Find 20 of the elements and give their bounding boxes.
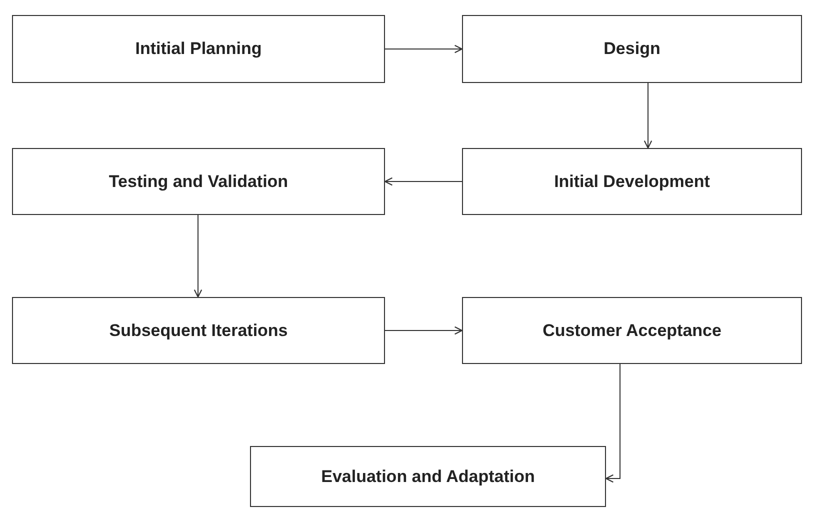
- arrow: [384, 326, 463, 335]
- arrow: [384, 44, 463, 54]
- box-label: Intitial Planning: [135, 39, 262, 59]
- arrow: [644, 82, 652, 149]
- process-box: [462, 148, 802, 215]
- box-label: Subsequent Iterations: [109, 320, 288, 340]
- arrow: [605, 364, 620, 483]
- process-box: [462, 297, 802, 364]
- process-box: [462, 15, 802, 83]
- process-box: [250, 446, 606, 507]
- box-label: Customer Acceptance: [542, 320, 722, 340]
- process-box: [12, 148, 385, 215]
- box-label: Design: [604, 39, 660, 59]
- box-label: Evaluation and Adaptation: [321, 466, 535, 486]
- box-label: Testing and Validation: [108, 172, 288, 192]
- arrow: [194, 214, 202, 298]
- arrow: [384, 177, 462, 186]
- process-box: [12, 15, 385, 83]
- box-label: Initial Development: [554, 172, 710, 192]
- process-box: [12, 297, 385, 364]
